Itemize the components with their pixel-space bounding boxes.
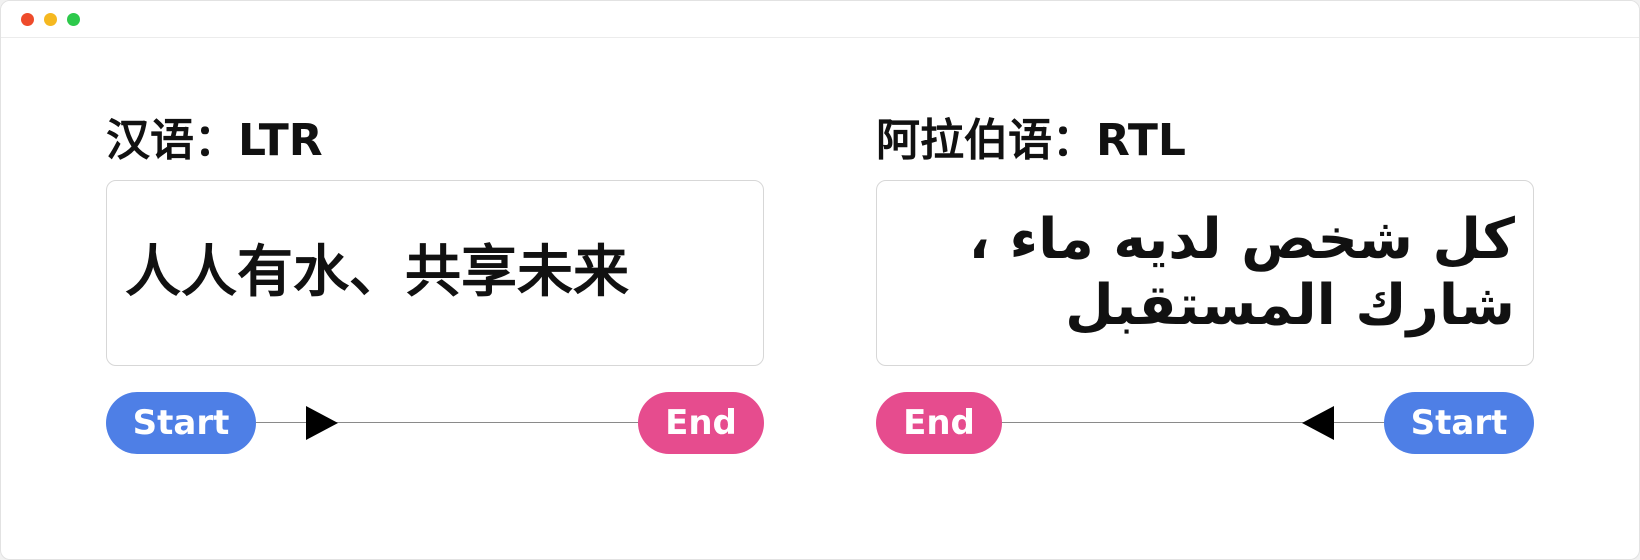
rtl-heading: 阿拉伯语：RTL <box>876 115 1186 166</box>
rtl-sample-text: كل شخص لديه ماء ، شارك المستقبل <box>895 181 1515 365</box>
ltr-heading: 汉语：LTR <box>106 115 323 166</box>
maximize-window-button[interactable] <box>67 13 80 26</box>
rtl-direction-line <box>1000 422 1386 423</box>
ltr-sample-text: 人人有水、共享未来 <box>125 240 629 305</box>
ltr-start-badge: Start <box>106 392 256 454</box>
rtl-text-line-2: شارك المستقبل <box>1065 273 1515 338</box>
title-bar <box>1 1 1639 38</box>
minimize-window-button[interactable] <box>44 13 57 26</box>
rtl-text-box: كل شخص لديه ماء ، شارك المستقبل <box>876 180 1534 366</box>
ltr-direction-track: Start End <box>106 392 764 454</box>
rtl-text-line-1: كل شخص لديه ماء ، <box>968 207 1515 272</box>
ltr-end-badge: End <box>638 392 764 454</box>
ltr-arrow-right-icon <box>306 406 338 440</box>
close-window-button[interactable] <box>21 13 34 26</box>
ltr-panel: 汉语：LTR 人人有水、共享未来 Start End <box>106 111 766 454</box>
rtl-start-badge: Start <box>1384 392 1534 454</box>
rtl-end-badge: End <box>876 392 1002 454</box>
rtl-arrow-left-icon <box>1302 406 1334 440</box>
ltr-direction-line <box>256 422 642 423</box>
rtl-panel: 阿拉伯语：RTL كل شخص لديه ماء ، شارك المستقبل… <box>876 111 1536 454</box>
rtl-direction-track: End Start <box>876 392 1534 454</box>
ltr-text-box: 人人有水、共享未来 <box>106 180 764 366</box>
